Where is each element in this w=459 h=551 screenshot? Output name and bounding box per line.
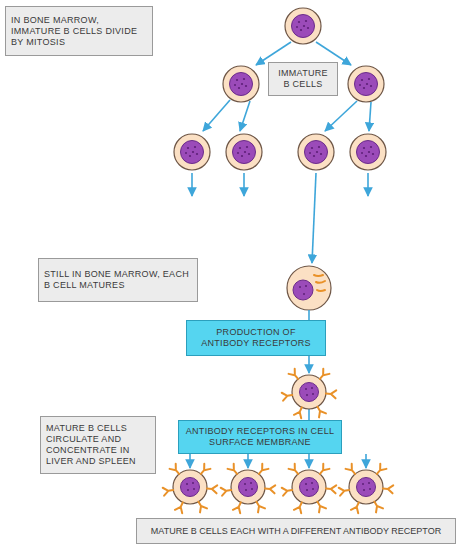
label-text: MATURE B CELLS EACH WITH A DIFFERENT ANT… — [140, 526, 452, 537]
mature-b-cell — [221, 464, 276, 513]
label-text: IN BONE MARROW, IMMATURE B CELLS DIVIDE … — [11, 15, 147, 48]
mitosis-arrow — [369, 102, 371, 131]
cell-label: IMMATURE B CELLS — [268, 62, 338, 96]
immature-b-cell — [223, 66, 259, 102]
flow-arrow — [189, 454, 191, 468]
mature-b-cell — [339, 464, 394, 513]
label-text: PRODUCTION OF ANTIBODY RECEPTORS — [192, 327, 320, 349]
summary-label: MATURE B CELLS EACH WITH A DIFFERENT ANT… — [136, 518, 456, 544]
step-label: STILL IN BONE MARROW, EACH B CELL MATURE… — [38, 258, 198, 302]
label-text: STILL IN BONE MARROW, EACH B CELL MATURE… — [44, 269, 192, 291]
mitosis-arrow — [240, 101, 250, 131]
label-text: ANTIBODY RECEPTORS IN CELL SURFACE MEMBR… — [184, 426, 336, 448]
flow-arrow — [367, 173, 369, 196]
mature-b-cell — [163, 464, 218, 513]
immature-b-cell — [174, 134, 210, 170]
flow-arrow — [243, 173, 245, 196]
flow-arrow — [312, 173, 316, 263]
immature-b-cell — [298, 134, 334, 170]
immature-b-cell — [285, 8, 321, 44]
immature-b-cell — [348, 66, 384, 102]
flow-arrow — [365, 454, 367, 468]
immature-b-cell — [226, 134, 262, 170]
flow-arrow — [308, 454, 310, 468]
label-text: MATURE B CELLS CIRCULATE AND CONCENTRATE… — [46, 423, 150, 467]
process-box: PRODUCTION OF ANTIBODY RECEPTORS — [186, 320, 326, 356]
flow-arrow — [247, 454, 249, 468]
mature-b-cell — [282, 464, 337, 513]
label-text: IMMATURE B CELLS — [274, 68, 332, 90]
process-box: ANTIBODY RECEPTORS IN CELL SURFACE MEMBR… — [178, 420, 342, 454]
mitosis-arrow — [203, 100, 230, 131]
mitosis-arrows — [192, 42, 371, 263]
flow-arrow — [308, 356, 310, 373]
mitosis-arrow — [325, 101, 357, 131]
flow-arrow — [191, 173, 193, 196]
maturing-b-cell — [287, 266, 331, 310]
step-label: IN BONE MARROW, IMMATURE B CELLS DIVIDE … — [5, 6, 153, 56]
step-label: MATURE B CELLS CIRCULATE AND CONCENTRATE… — [40, 416, 156, 474]
b-cell-with-receptors — [282, 369, 337, 418]
immature-b-cell — [350, 134, 386, 170]
